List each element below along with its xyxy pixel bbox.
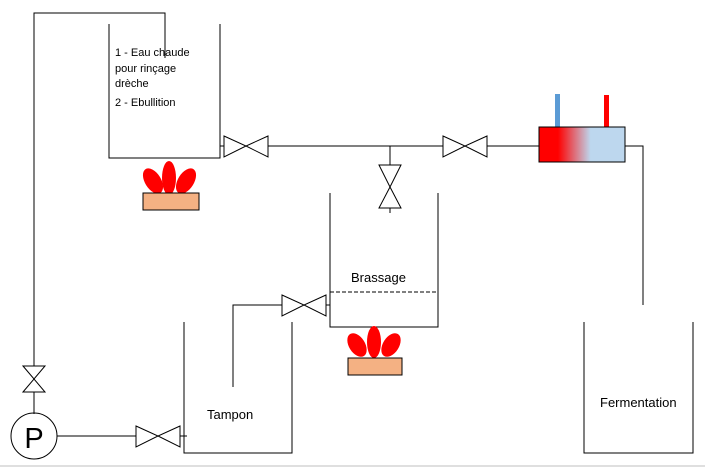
pipe-exchanger-to-fermentation	[625, 145, 644, 305]
burner-hot-tank	[142, 161, 200, 211]
tank-fermentation	[583, 322, 694, 454]
valve-icon[interactable]	[378, 164, 402, 209]
hot-tank-label-mode-2: 2 - Ebullition	[115, 97, 176, 109]
burner-base	[142, 192, 200, 211]
pipe-pump-to-hot-tank	[33, 12, 166, 366]
valve-icon[interactable]	[281, 294, 327, 317]
valve-icon[interactable]	[21, 365, 47, 393]
exchanger-body	[538, 126, 626, 163]
hot-tank-label-line-2: pour rinçage	[115, 63, 176, 75]
pump-label: P	[24, 423, 43, 455]
mash-tank-label: Brassage	[351, 270, 406, 285]
heat-exchanger-icon	[538, 94, 626, 163]
tank-hot-water	[108, 24, 221, 159]
tank-mash	[329, 193, 439, 328]
pump-icon[interactable]: P	[10, 412, 58, 460]
tank-buffer	[183, 322, 293, 454]
valve-icon[interactable]	[135, 425, 181, 448]
burner-mash-tank	[347, 326, 403, 376]
flame-icon	[142, 161, 197, 195]
hot-tank-label-line-3: drèche	[115, 78, 149, 90]
pipe-buffer-to-mash	[232, 304, 282, 387]
flame-icon	[347, 326, 401, 358]
hot-water-outlet-pipe	[604, 95, 609, 128]
hot-tank-label-line-1: 1 - Eau chaude	[115, 47, 190, 59]
valve-icon[interactable]	[442, 135, 488, 158]
fermentation-tank-label: Fermentation	[600, 395, 677, 410]
burner-base	[347, 357, 403, 376]
cold-water-inlet-pipe	[555, 94, 560, 128]
buffer-tank-label: Tampon	[207, 407, 253, 422]
valve-icon[interactable]	[223, 135, 269, 158]
